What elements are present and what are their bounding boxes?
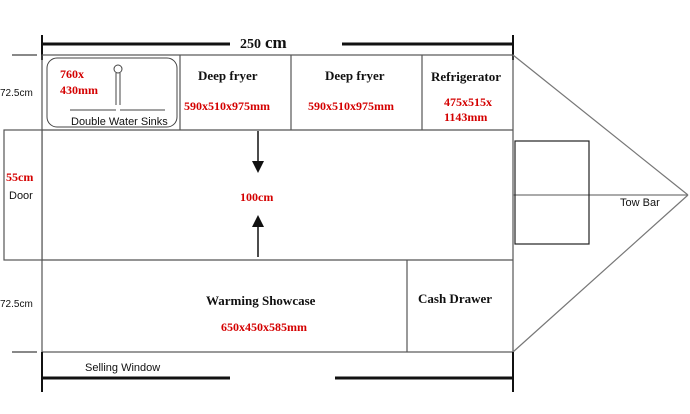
tow-bar [512, 54, 689, 353]
width-unit: cm [265, 33, 287, 52]
sinks-label: Double Water Sinks [71, 116, 168, 128]
selling-window-label: Selling Window [85, 362, 160, 374]
showcase-size: 650x450x585mm [221, 320, 307, 334]
bottom-depth-label: 72.5cm [0, 299, 33, 310]
fridge-label: Refrigerator [431, 69, 501, 84]
fryer2-size: 590x510x975mm [308, 99, 394, 113]
top-row-dividers [42, 55, 513, 131]
sink-faucet-icon [46, 57, 178, 128]
door-label: Door [9, 190, 33, 202]
cash-drawer-label: Cash Drawer [418, 291, 492, 306]
tow-bar-label: Tow Bar [620, 197, 660, 209]
fryer1-label: Deep fryer [198, 68, 258, 83]
aisle-width-label: 100cm [240, 190, 273, 204]
top-depth-label: 72.5cm [0, 88, 33, 99]
fryer2-label: Deep fryer [325, 68, 385, 83]
showcase-label: Warming Showcase [206, 293, 316, 308]
door [3, 129, 43, 261]
fridge-size-line2: 1143mm [444, 110, 487, 124]
sinks-size-line2: 430mm [60, 83, 98, 97]
bottom-row-dividers [42, 259, 513, 352]
sinks-size-line1: 760x [60, 67, 84, 81]
width-dimension: 250 cm [41, 33, 514, 60]
fryer1-size: 590x510x975mm [184, 99, 270, 113]
width-value: 250 [240, 37, 261, 52]
fridge-size-line1: 475x515x [444, 95, 492, 109]
selling-window-line [41, 352, 514, 392]
door-width-label: 55cm [6, 170, 33, 184]
